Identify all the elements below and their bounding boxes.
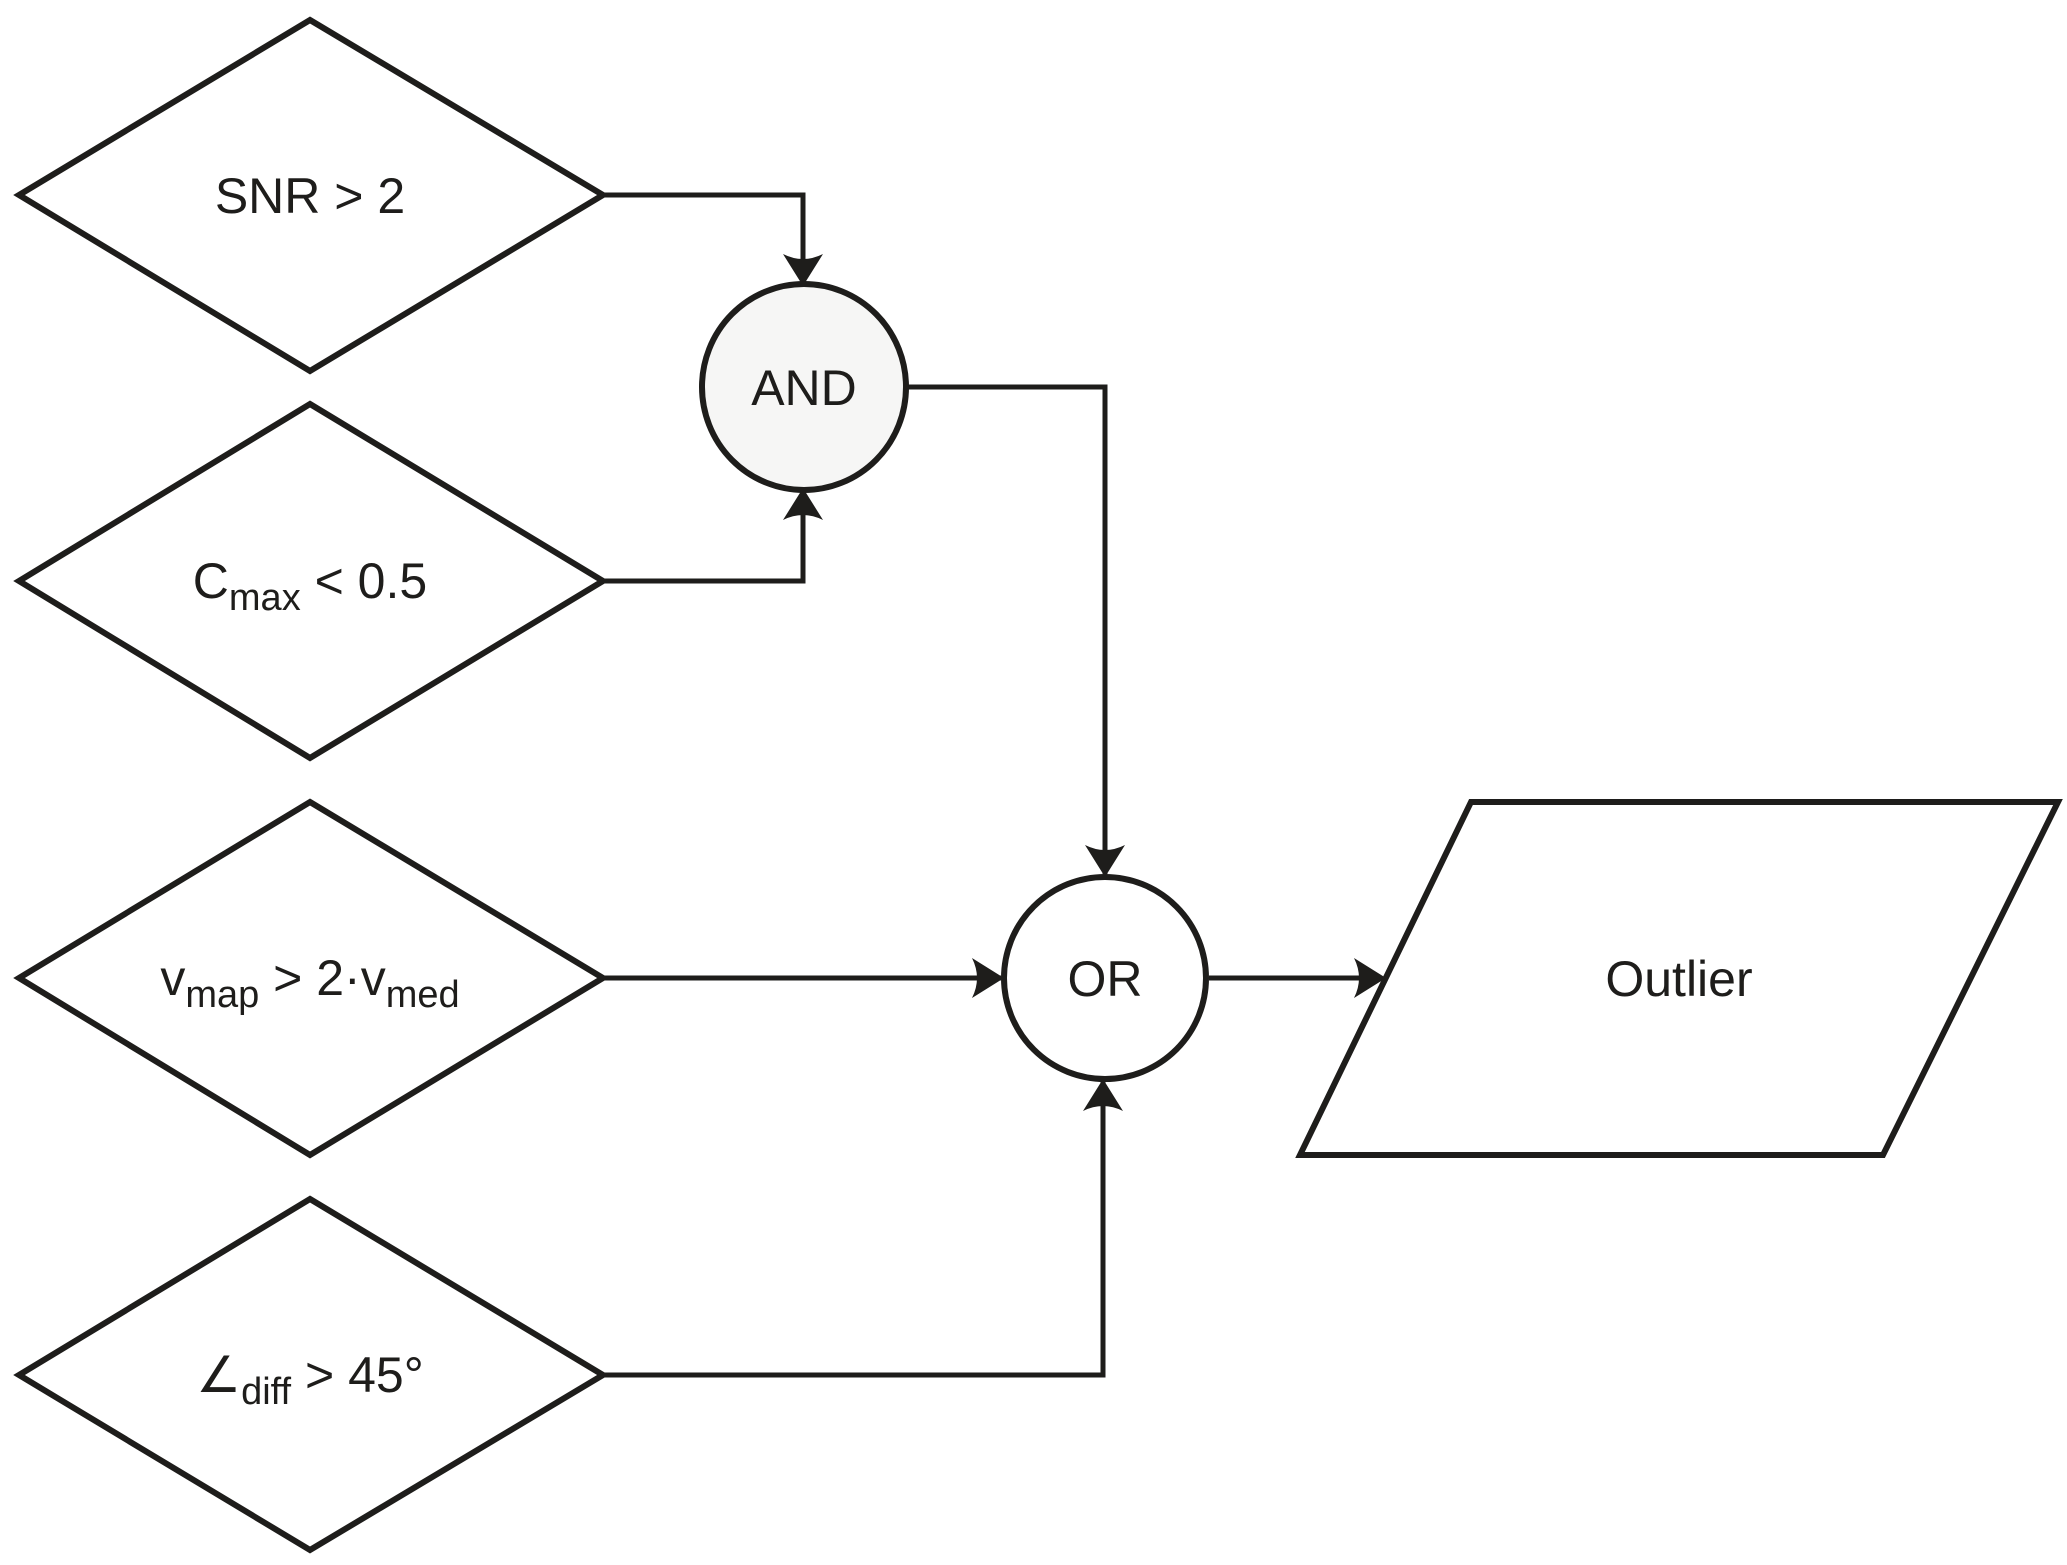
condition-snr[interactable]: SNR > 2 [13, 16, 609, 375]
and-gate-circle [699, 281, 909, 493]
edge-cmax-to-and [603, 491, 806, 584]
condition-label: Cmax < 0.5 [193, 553, 427, 619]
arrowhead-cmax-and [783, 488, 823, 520]
and-gate[interactable]: AND [699, 281, 909, 493]
or-gate-label: OR [1068, 951, 1143, 1007]
condition-label: ∠diff > 45° [196, 1347, 423, 1413]
output-outlier[interactable]: Outlier [1295, 799, 2063, 1158]
subscript-text: med [386, 974, 460, 1016]
condition-vmap[interactable]: vmap > 2·vmed [13, 798, 609, 1159]
label-text: ∠ [196, 1347, 241, 1403]
condition-cmax[interactable]: Cmax < 0.5 [13, 400, 609, 762]
and-gate-label: AND [751, 360, 857, 416]
arrowhead-angle-or [1083, 1079, 1123, 1111]
edge-snr-to-and [603, 192, 806, 283]
subscript-text: max [229, 577, 301, 619]
or-gate-circle [1001, 874, 1209, 1082]
label-text: v [160, 950, 185, 1006]
subscript-text: map [185, 974, 259, 1016]
label-text: C [193, 553, 229, 609]
label-text: SNR > 2 [215, 168, 405, 224]
condition-label: SNR > 2 [215, 168, 405, 224]
arrowheads [783, 254, 1386, 1111]
or-gate[interactable]: OR [1001, 874, 1209, 1082]
arrowhead-snr-and [783, 254, 823, 286]
decision-diamond [13, 16, 609, 375]
decision-diamond [13, 798, 609, 1159]
subscript-text: diff [241, 1371, 291, 1413]
arrowhead-vmap-or [972, 958, 1004, 998]
condition-label: vmap > 2·vmed [160, 950, 459, 1016]
condition-angle[interactable]: ∠diff > 45° [13, 1195, 609, 1554]
connectors [603, 192, 1381, 1378]
arrowhead-or-outlier [1354, 958, 1386, 998]
edge-and-to-or [906, 384, 1108, 874]
label-text: > 2·v [259, 950, 385, 1006]
output-label: Outlier [1605, 951, 1752, 1007]
label-text: < 0.5 [301, 553, 428, 609]
output-parallelogram [1295, 799, 2063, 1158]
edge-angle-to-or [603, 1082, 1106, 1378]
decision-diamond [13, 1195, 609, 1554]
label-text: > 45° [291, 1347, 424, 1403]
arrowhead-and-or [1085, 845, 1125, 877]
decision-diamond [13, 400, 609, 762]
